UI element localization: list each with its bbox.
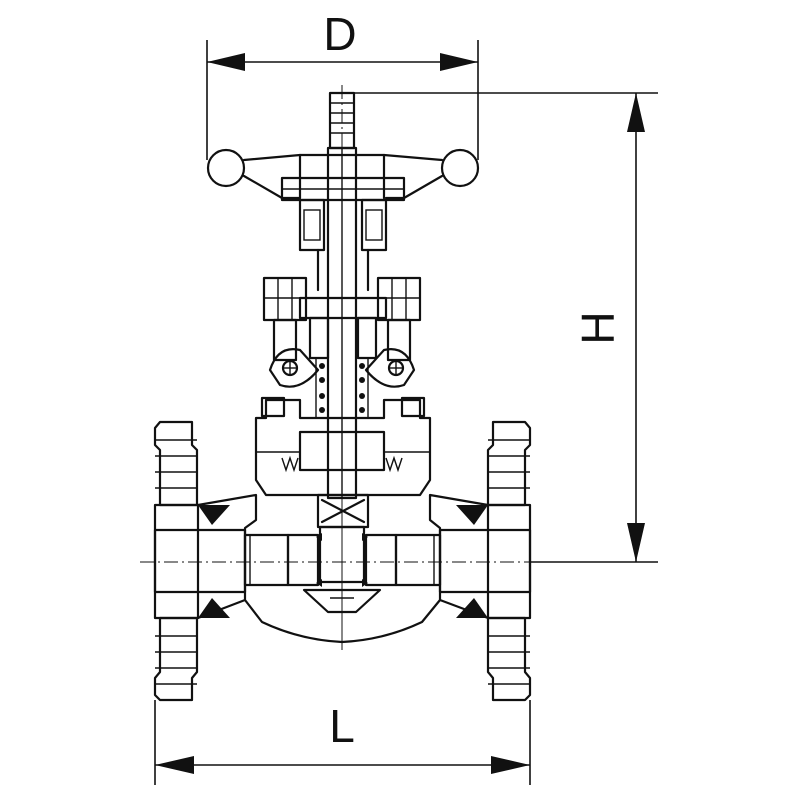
gland-bolt-right [364, 276, 422, 388]
dimension-l-label: L [329, 700, 355, 752]
stem-packing [315, 357, 369, 419]
dimension-d: D [206, 8, 479, 160]
dimension-l: L [154, 700, 531, 785]
gate-wedge [302, 493, 382, 614]
bonnet [254, 396, 432, 497]
flange-left [153, 420, 247, 702]
valve-body [196, 493, 490, 644]
dimension-h: H [352, 92, 658, 563]
gland-flange [298, 296, 388, 360]
flange-right [438, 420, 532, 702]
handwheel [206, 148, 480, 202]
dimension-h-label: H [572, 311, 624, 344]
dimension-d-label: D [323, 8, 356, 60]
yoke-sleeve [298, 198, 388, 292]
